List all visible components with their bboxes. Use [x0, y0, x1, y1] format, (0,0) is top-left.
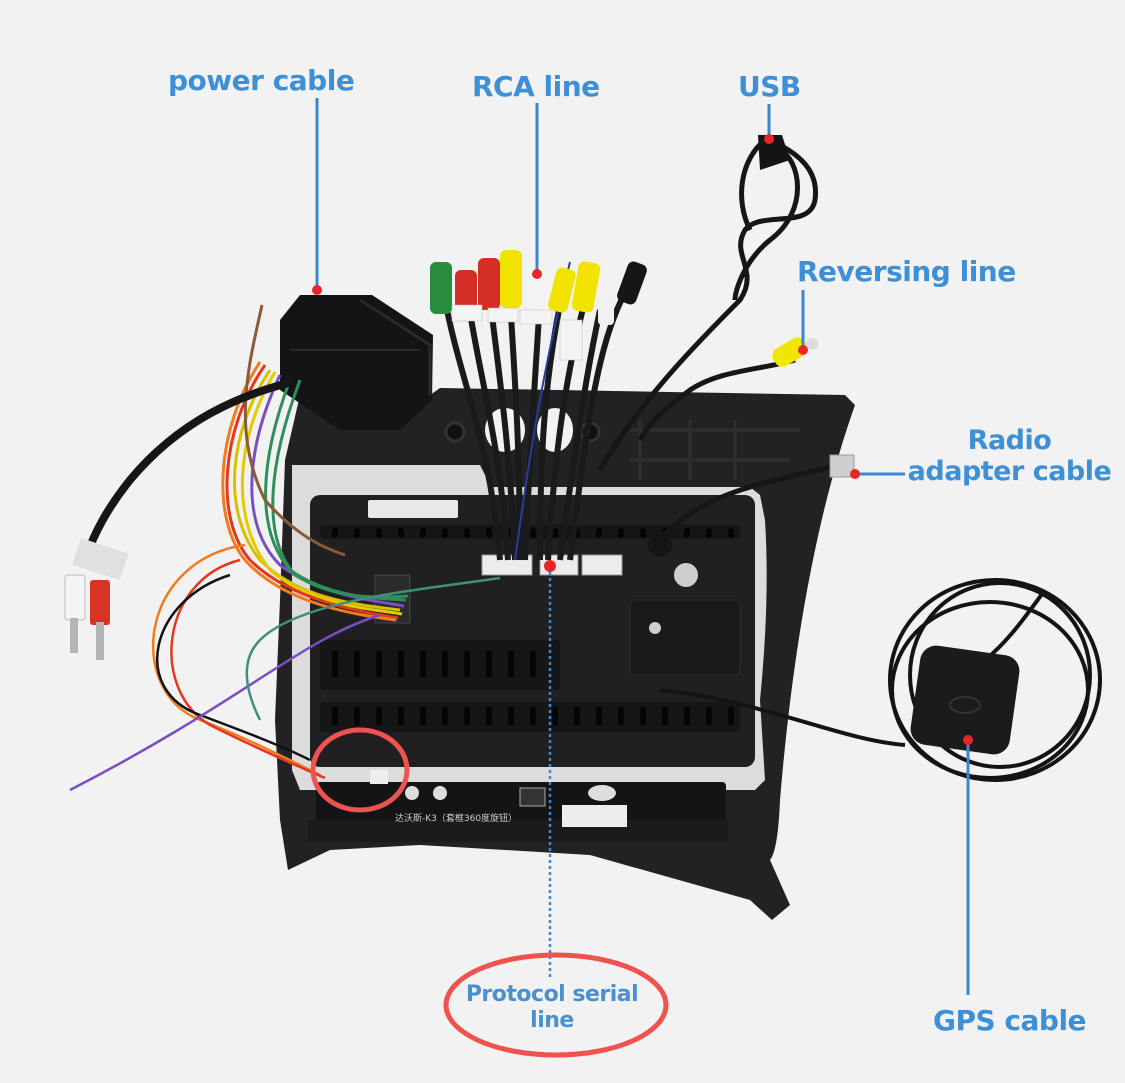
vent-slot [398, 706, 404, 726]
label-usb: USB [738, 70, 801, 103]
dot-gps [963, 735, 973, 745]
vent-slot [530, 650, 536, 678]
vent-slot [376, 528, 382, 538]
vent-slot [706, 706, 712, 726]
vent-slot [552, 706, 558, 726]
side-module [629, 599, 741, 676]
vent-slot [398, 528, 404, 538]
vent-slot [662, 706, 668, 726]
vent-slot [464, 650, 470, 678]
vent-slot [618, 706, 624, 726]
vent-slot [530, 528, 536, 538]
vent-slot [464, 528, 470, 538]
vent-slot [332, 706, 338, 726]
screw-small [649, 622, 661, 634]
back-panel [310, 495, 755, 767]
dc-jack [617, 261, 647, 305]
label-radio-adapter-cable: Radio adapter cable [902, 425, 1117, 487]
vent-slot [596, 706, 602, 726]
dot-power [312, 285, 322, 295]
dot-usb [764, 134, 774, 144]
vent-slot [332, 528, 338, 538]
serial-sticker [368, 500, 458, 518]
screw [674, 563, 698, 587]
mic-jack [598, 295, 614, 325]
rca-yellow-3 [571, 261, 601, 313]
rca-green [430, 262, 452, 314]
vent-slot [552, 528, 558, 538]
vent-slot [486, 706, 492, 726]
vent-slot [420, 650, 426, 678]
dot-reversing [798, 345, 808, 355]
pcb-components [370, 770, 627, 827]
vent-slot [420, 528, 426, 538]
vent-slot [728, 706, 734, 726]
vent-slot [706, 528, 712, 538]
rca-white [530, 270, 552, 312]
highlight-connector-ellipse [310, 727, 410, 813]
power-wire-bundle [221, 304, 409, 622]
vent-slot [486, 528, 492, 538]
vent-slot [332, 650, 338, 678]
vent-slot [354, 650, 360, 678]
vent-slot [354, 706, 360, 726]
usb-plug [758, 135, 790, 170]
label-power-cable: power cable [168, 64, 355, 97]
rca-red-2 [478, 258, 500, 310]
vent-slot [508, 706, 514, 726]
subwoofer-rca-cable [64, 378, 293, 660]
vent-slot [354, 528, 360, 538]
vent-slot [618, 528, 624, 538]
gps-puck [910, 645, 1020, 755]
usb-cable [597, 137, 818, 472]
bezel-ribs [630, 420, 800, 480]
vent-slot [442, 706, 448, 726]
gps-antenna [659, 578, 1102, 782]
callout-dots [312, 134, 973, 745]
label-gps-cable: GPS cable [933, 1004, 1087, 1037]
label-rca-line: RCA line [472, 70, 600, 103]
vent-slot-marks [332, 528, 734, 726]
vent-slot [640, 528, 646, 538]
label-protocol-line2: line [530, 1008, 574, 1033]
rca-bundle [430, 250, 647, 561]
vent-slot [398, 650, 404, 678]
vent-slot [684, 528, 690, 538]
loose-wires [69, 543, 501, 792]
vent-slot [376, 706, 382, 726]
radio-adapter-cable [648, 454, 855, 557]
highlight-protocol-label-ellipse [443, 952, 669, 1058]
vent-slot [420, 706, 426, 726]
vent-slot [508, 650, 514, 678]
pcb-text: 达沃斯-K3（套框360度旋钮） [395, 812, 517, 824]
label-radio-line1: Radio [967, 425, 1052, 456]
vent-slot [640, 706, 646, 726]
power-connector [280, 295, 433, 430]
vent-slot [376, 650, 382, 678]
vent-slot [574, 706, 580, 726]
dot-rca [532, 269, 542, 279]
label-protocol-line1: Protocol serial [465, 982, 639, 1007]
vent-slot [728, 528, 734, 538]
label-protocol-serial-line: Protocol serial line [452, 982, 652, 1034]
vent-slot [486, 650, 492, 678]
reversing-cable [637, 337, 818, 442]
vent-slot [530, 706, 536, 726]
label-radio-line2: adapter cable [907, 456, 1112, 487]
rca-yellow-2 [548, 267, 576, 313]
rca-yellow-1 [500, 250, 522, 308]
vent-slot [442, 528, 448, 538]
label-reversing-line: Reversing line [797, 255, 1016, 288]
dot-radio [850, 469, 860, 479]
vent-slot [442, 650, 448, 678]
vent-slot [596, 528, 602, 538]
dot-protocol [544, 560, 556, 572]
vent-slot [464, 706, 470, 726]
vent-slot [684, 706, 690, 726]
head-unit: 达沃斯-K3（套框360度旋钮） [275, 388, 855, 920]
callout-lines [315, 98, 970, 995]
